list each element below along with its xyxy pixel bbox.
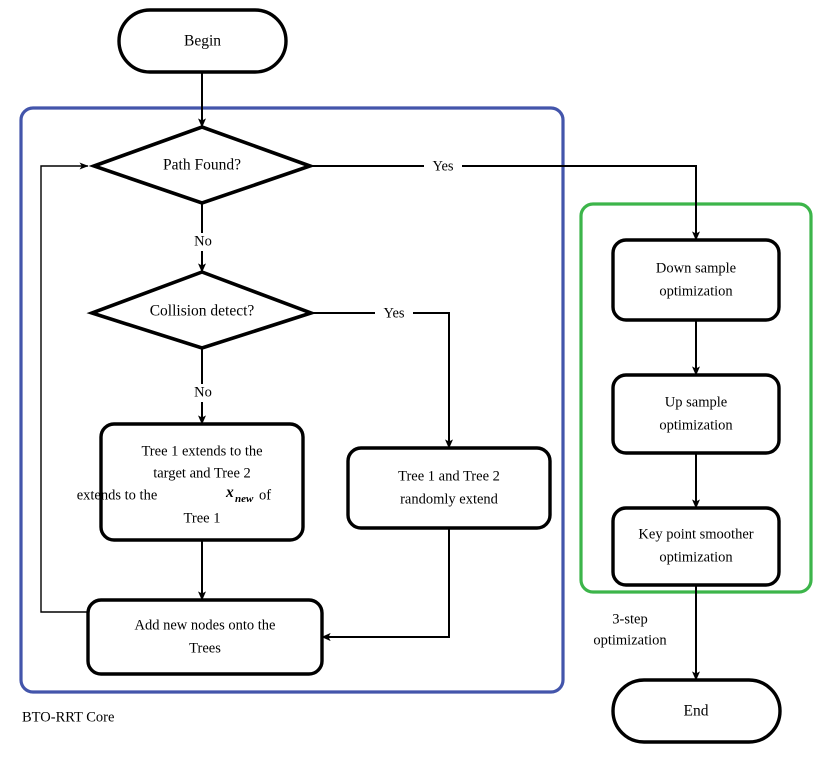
node-down-sample-shape — [611, 238, 781, 322]
edge-collision-yes-to-random-extend — [311, 312, 453, 449]
node-end: End — [611, 678, 782, 744]
node-tree-random-extend: Tree 1 and Tree 2 randomly extend — [346, 446, 552, 530]
group-label-3-step-line1: 3-step — [612, 611, 647, 627]
edge-label-bg-path-found-no — [188, 233, 218, 251]
node-key-point-smoother: Key point smoother optimization — [611, 506, 781, 587]
node-key-point-smoother-shape — [611, 506, 781, 587]
node-add-nodes-shape — [86, 598, 324, 676]
node-begin-shape — [117, 8, 288, 74]
node-tree-extend-target-line3-post: of — [259, 487, 271, 503]
node-key-point-smoother-line2: optimization — [659, 549, 733, 565]
node-tree-extend-target-math-base: x — [225, 484, 234, 501]
node-tree-extend-target: Tree 1 extends to the target and Tree 2 … — [77, 422, 305, 542]
node-down-sample-line2: optimization — [659, 283, 733, 299]
node-tree-random-extend-shape — [346, 446, 552, 530]
group-box-bto-rrt-core — [19, 106, 565, 694]
node-add-nodes: Add new nodes onto the Trees — [86, 598, 324, 676]
node-up-sample: Up sample optimization — [611, 373, 781, 455]
node-path-found-shape — [88, 125, 316, 205]
node-tree-random-extend-line2: randomly extend — [400, 491, 499, 507]
edge-label-path-found-yes: Yes — [432, 158, 453, 174]
node-tree-random-extend-line1: Tree 1 and Tree 2 — [398, 468, 500, 484]
group-label-3-step-line2: optimization — [593, 632, 667, 648]
node-down-sample-line1: Down sample — [656, 260, 736, 276]
edge-label-bg-collision-yes — [375, 304, 413, 322]
node-path-found: Path Found? — [88, 125, 316, 205]
node-tree-extend-target-line4: Tree 1 — [184, 510, 221, 526]
node-up-sample-line2: optimization — [659, 417, 733, 433]
node-collision-detect-label: Collision detect? — [150, 303, 255, 320]
node-end-shape — [611, 678, 782, 744]
node-begin: Begin — [117, 8, 288, 74]
node-collision-detect-shape — [86, 270, 317, 350]
node-tree-extend-target-math-subscript: new — [235, 493, 254, 505]
node-collision-detect: Collision detect? — [86, 270, 317, 350]
node-tree-extend-target-shape — [99, 422, 305, 542]
node-tree-extend-target-line3: extends to the x new of — [77, 484, 271, 505]
edge-label-bg-collision-no — [188, 384, 218, 402]
node-tree-extend-target-line1: Tree 1 extends to the — [141, 443, 262, 459]
edge-random-extend-to-add-nodes — [321, 528, 450, 641]
node-add-nodes-line1: Add new nodes onto the — [135, 617, 276, 633]
node-add-nodes-line2: Trees — [189, 640, 221, 656]
edge-label-bg-path-found-yes — [424, 157, 462, 175]
node-begin-label: Begin — [184, 33, 221, 50]
node-up-sample-shape — [611, 373, 781, 455]
edge-label-collision-yes: Yes — [383, 305, 404, 321]
edge-label-path-found-no: No — [194, 233, 212, 249]
edge-label-collision-no: No — [194, 384, 212, 400]
node-key-point-smoother-line1: Key point smoother — [638, 526, 753, 542]
node-up-sample-line1: Up sample — [665, 394, 727, 410]
node-end-label: End — [684, 703, 709, 720]
edge-add-nodes-feedback-to-path-found — [40, 162, 89, 613]
node-path-found-label: Path Found? — [163, 157, 241, 174]
node-down-sample: Down sample optimization — [611, 238, 781, 322]
group-label-bto-rrt-core: BTO-RRT Core — [22, 709, 114, 725]
node-tree-extend-target-line3-pre: extends to the — [77, 487, 158, 503]
node-tree-extend-target-line2: target and Tree 2 — [153, 465, 251, 481]
